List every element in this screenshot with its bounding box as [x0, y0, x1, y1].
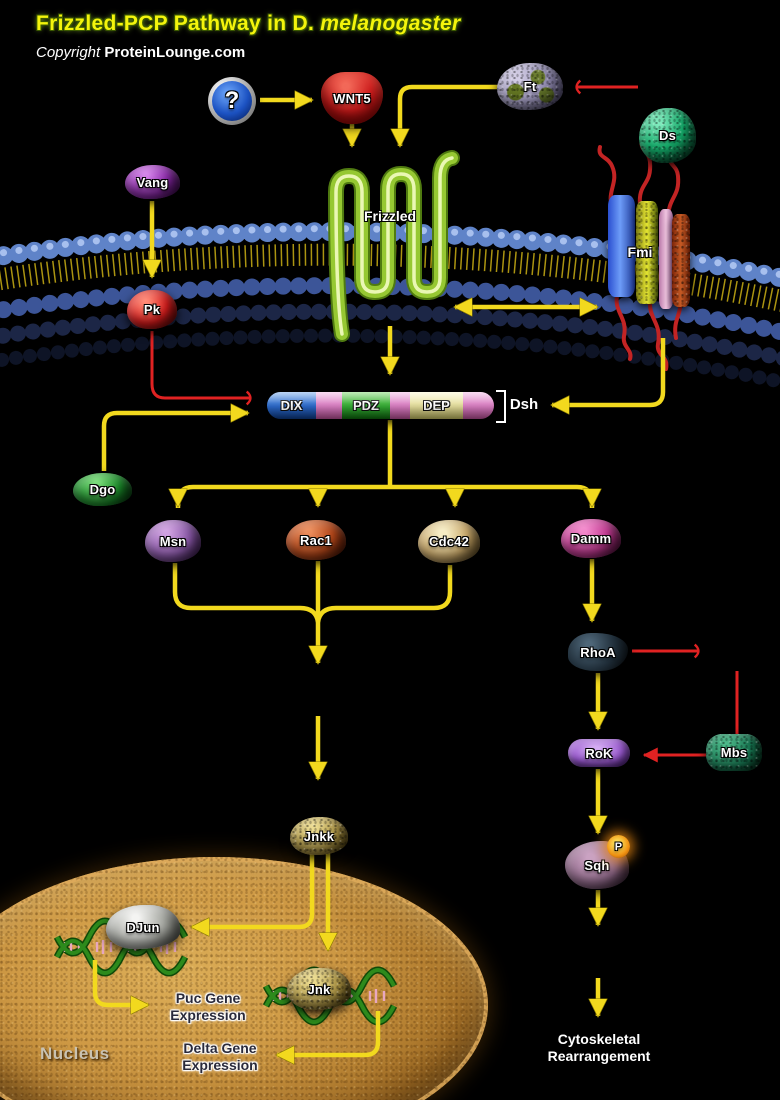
delta-line2: Expression [182, 1057, 258, 1073]
inhibit-pk-to-dsh [150, 331, 252, 406]
dsh-domain-dep: DEP [410, 392, 463, 419]
node-label: Msn [159, 533, 187, 549]
dsh-linker [463, 392, 494, 419]
puc-line1: Puc Gene [175, 990, 241, 1006]
node-label: Dgo [89, 482, 116, 497]
frizzled-receptor-shape [327, 150, 460, 342]
phosphate-label: P [614, 840, 623, 853]
nucleus-label: Nucleus [40, 1044, 110, 1063]
node-label: WNT5 [333, 90, 371, 106]
cytoskeletal-line2: Rearrangement [547, 1048, 651, 1064]
frizzled-label: Frizzled [352, 208, 428, 225]
node-jnk: Jnk [287, 968, 351, 1010]
node-label: Ft [523, 79, 537, 94]
phosphate-badge: P [607, 835, 630, 858]
cytoskeletal-line1: Cytoskeletal [557, 1031, 641, 1047]
node-cdc42: Cdc42 [418, 520, 480, 563]
node-label: RoK [585, 745, 613, 761]
node-label: Fmi [627, 244, 653, 260]
question-icon: ? [208, 77, 256, 125]
node-rok: RoK [568, 739, 630, 767]
title-species: melanogaster [320, 12, 461, 35]
fmi-column-pink [659, 209, 673, 309]
dsh-label: Dsh [506, 396, 542, 413]
copyright-brand: ProteinLounge.com [104, 44, 246, 61]
node-msn: Msn [145, 520, 201, 562]
dsh-linker [316, 392, 342, 419]
question-icon-glyph: ? [224, 87, 240, 114]
dsh-linker [390, 392, 410, 419]
node-jnkk: Jnkk [290, 817, 348, 855]
node-wnt5: WNT5 [321, 72, 383, 124]
arrow-fmi-to-dsh [552, 338, 666, 405]
node-label: Pk [143, 302, 161, 317]
arrow-dna-to-delta [277, 1011, 381, 1055]
node-rhoa: RhoA [568, 633, 628, 671]
node-label: Sqh [584, 857, 610, 873]
puc-gene-expression-text: Puc Gene Expression [146, 990, 270, 1024]
node-ds: Ds [639, 108, 696, 163]
arrow-dgo-to-dsh [101, 413, 248, 471]
node-label: RhoA [580, 644, 616, 660]
fmi-label: Fmi [612, 244, 668, 261]
node-djun: DJun [106, 905, 180, 949]
node-label: Frizzled [363, 208, 417, 224]
node-label: Dsh [509, 396, 539, 413]
line-cdc42-merge [315, 565, 453, 623]
dsh-bracket [496, 390, 506, 423]
node-label: Ds [658, 128, 677, 143]
node-label: DJun [126, 919, 160, 935]
delta-gene-expression-text: Delta Gene Expression [155, 1040, 285, 1074]
dsh-domain-dix: DIX [267, 392, 316, 419]
node-label: Vang [136, 174, 169, 190]
line-branch [175, 484, 595, 508]
cytoskeletal-rearrangement-text: Cytoskeletal Rearrangement [524, 1031, 674, 1065]
node-rac1: Rac1 [286, 520, 346, 560]
node-label: Jnk [307, 981, 331, 997]
dsh-protein-bar: DIX PDZ DEP [267, 392, 494, 419]
node-damm: Damm [561, 519, 621, 558]
arrow-jnk-to-djun [192, 831, 315, 927]
copyright-line: Copyright ProteinLounge.com [36, 44, 245, 61]
dsh-domain-pdz: PDZ [342, 392, 390, 419]
node-label: Rac1 [300, 532, 332, 548]
page-title: Frizzled-PCP Pathway in D. melanogaster [36, 12, 460, 36]
arrow-dna-to-puc [92, 960, 148, 1005]
node-dgo: Dgo [73, 473, 132, 506]
node-label: Jnkk [303, 828, 335, 844]
node-label: Damm [570, 531, 612, 546]
node-pk: Pk [127, 290, 177, 329]
puc-line2: Expression [170, 1007, 246, 1023]
fmi-column-blue [608, 195, 635, 297]
arrow-ft-to-frizzled [400, 84, 498, 146]
fmi-column-green [636, 201, 658, 304]
title-prefix: Frizzled-PCP Pathway in D. [36, 12, 321, 35]
node-label: Cdc42 [428, 534, 470, 549]
node-label: Mbs [720, 745, 748, 760]
question-icon-core [212, 81, 252, 121]
delta-line1: Delta Gene [183, 1040, 257, 1056]
node-vang: Vang [125, 165, 180, 199]
line-msn-merge [172, 563, 321, 623]
node-mbs: Mbs [706, 734, 762, 771]
fmi-column-red [672, 214, 690, 307]
activation-arrows [92, 84, 666, 1055]
copyright-word: Copyright [36, 44, 101, 61]
node-ft: Ft [497, 63, 563, 110]
